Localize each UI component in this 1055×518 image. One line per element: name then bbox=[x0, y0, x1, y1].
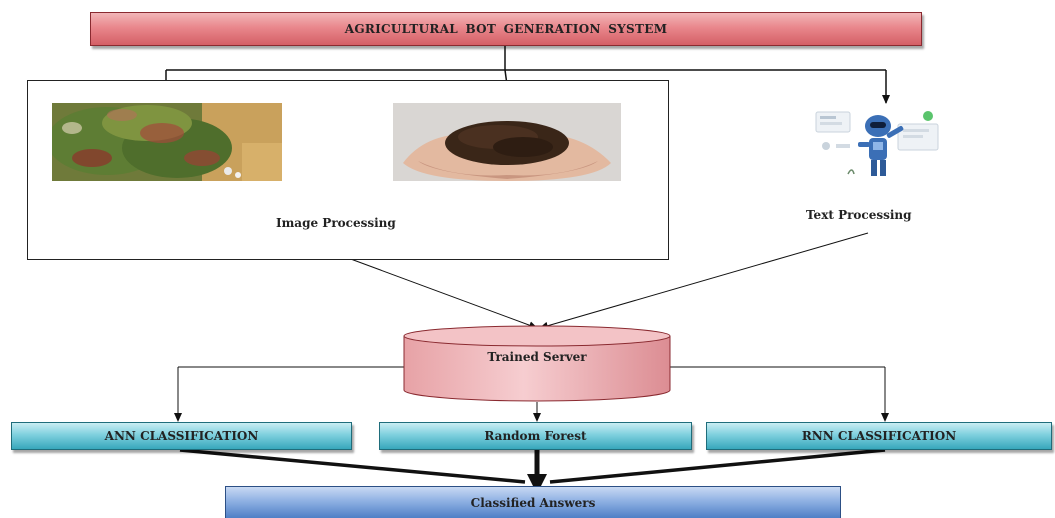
diseased-leaf-photo bbox=[52, 103, 282, 181]
system-title-bar: AGRICULTURAL BOT GENERATION SYSTEM bbox=[90, 12, 922, 46]
random-forest-label: Random Forest bbox=[484, 429, 587, 443]
ann-to-answer-line bbox=[179, 448, 526, 484]
robot-illustration bbox=[815, 111, 939, 176]
text-processing-label: Text Processing bbox=[806, 208, 912, 222]
classified-answers-label: Classified Answers bbox=[470, 495, 596, 510]
image-processing-label: Image Processing bbox=[276, 216, 396, 230]
trained-server-label: Trained Server bbox=[487, 350, 587, 364]
ann-classification-label: ANN CLASSIFICATION bbox=[104, 429, 259, 443]
image-to-server-arrow bbox=[347, 257, 538, 329]
system-title: AGRICULTURAL BOT GENERATION SYSTEM bbox=[344, 22, 668, 36]
classified-answers-box: Classified Answers bbox=[225, 486, 841, 518]
ann-classification-box: ANN CLASSIFICATION bbox=[11, 422, 352, 450]
random-forest-box: Random Forest bbox=[379, 422, 692, 450]
rnn-classification-label: RNN CLASSIFICATION bbox=[801, 429, 957, 443]
rnn-classification-box: RNN CLASSIFICATION bbox=[706, 422, 1052, 450]
text-to-server-arrow bbox=[539, 232, 869, 330]
trained-server-cylinder bbox=[403, 325, 671, 402]
soil-in-hands-photo bbox=[393, 103, 621, 181]
rnn-to-answer-line bbox=[549, 448, 886, 484]
